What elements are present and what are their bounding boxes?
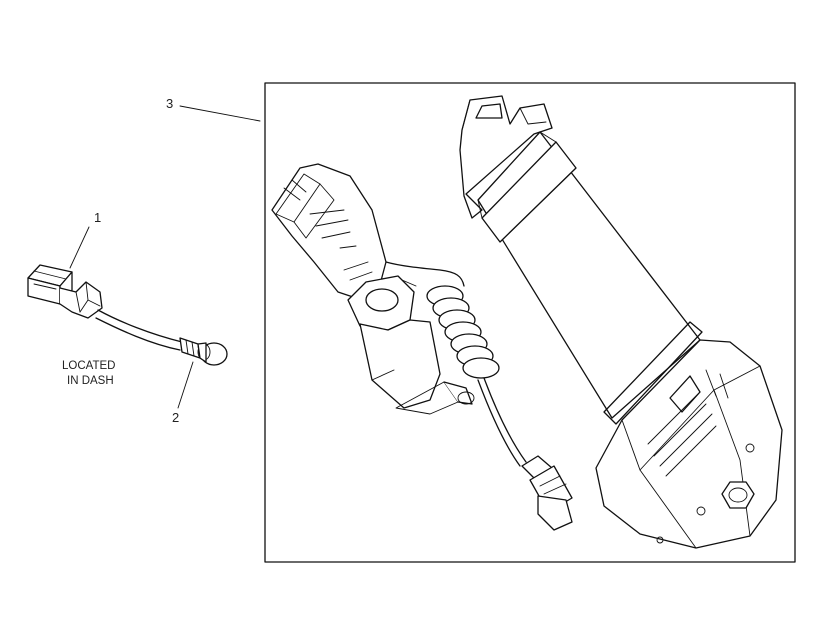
dash-harness-assembly (27, 264, 228, 366)
kit-frame (264, 82, 796, 563)
bulb-socket (179, 337, 228, 366)
buckle-housing (595, 339, 783, 549)
seat-belt-buckle-assembly (459, 95, 783, 549)
harness-wire (97, 309, 183, 343)
leader-line-3 (179, 105, 261, 122)
callout-2: 2 (172, 410, 179, 425)
connector-plug (27, 264, 103, 319)
cord-connector (521, 455, 573, 531)
callout-3: 3 (166, 96, 173, 111)
switch-head (271, 163, 387, 301)
switch-collar (347, 275, 417, 331)
switch-barrel (359, 319, 475, 415)
latch-plate (459, 95, 553, 219)
leader-line-2 (177, 361, 194, 409)
callout-1: 1 (94, 210, 101, 225)
location-note-line2: IN DASH (67, 375, 114, 387)
location-note-line1: LOCATED (62, 360, 115, 372)
coiled-cord (385, 261, 527, 467)
ignition-switch-assembly (271, 163, 573, 531)
mounting-bolt (721, 481, 755, 509)
leader-line-1 (69, 226, 90, 269)
